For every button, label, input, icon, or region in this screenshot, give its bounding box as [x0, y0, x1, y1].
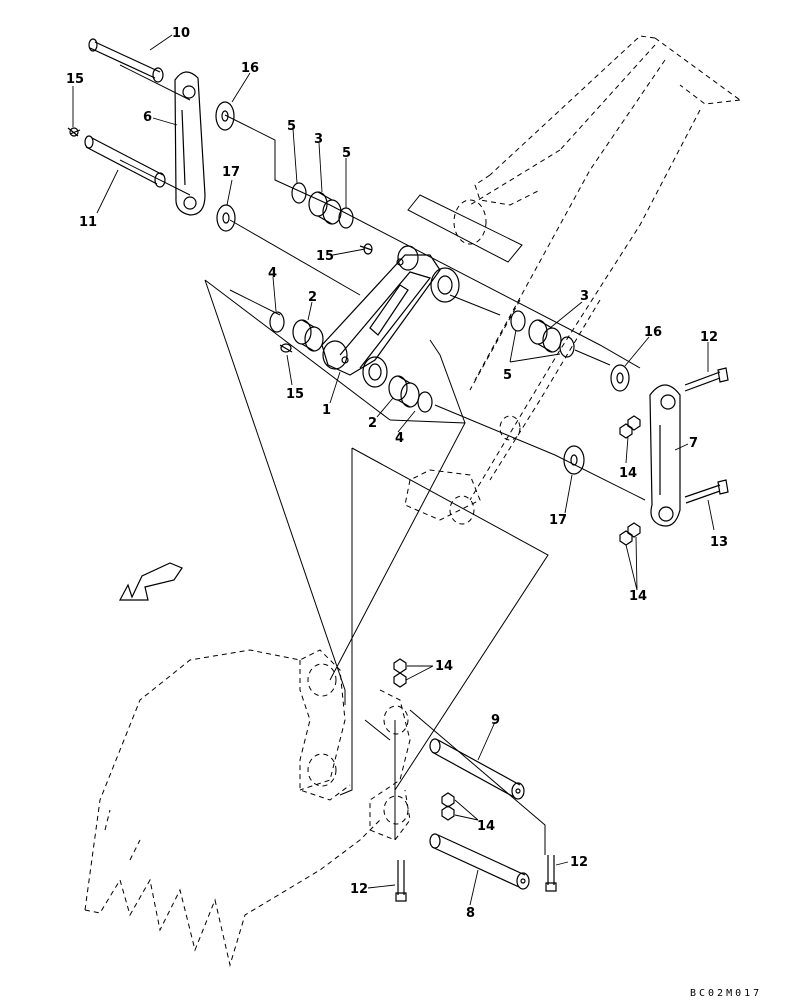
link-6 [174, 71, 206, 216]
seal-5-upper-b [338, 207, 354, 229]
label-11: 11 [79, 215, 97, 230]
label-17-a: 17 [222, 165, 240, 180]
label-3-a: 3 [314, 132, 323, 147]
label-3-b: 3 [580, 289, 589, 304]
label-4-a: 4 [268, 266, 277, 281]
seal-4-left [269, 311, 285, 333]
label-12-a: 12 [700, 330, 718, 345]
label-12-b: 12 [570, 855, 588, 870]
label-16-b: 16 [644, 325, 662, 340]
label-14-b: 14 [629, 589, 647, 604]
callout-labels: 10 15 16 6 5 3 5 17 11 15 4 2 15 1 2 4 3… [66, 26, 762, 999]
nuts-14-right-upper [619, 415, 641, 439]
direction-arrow [119, 562, 183, 601]
label-7: 7 [689, 436, 698, 451]
label-5-c: 5 [503, 368, 512, 383]
label-15-c: 15 [286, 387, 304, 402]
seal-4-right [417, 391, 433, 413]
bolt-12-lower-right [545, 855, 557, 892]
projection-lines [204, 279, 549, 796]
grease-fitting-15-left [67, 127, 81, 137]
pin-11 [84, 135, 166, 188]
label-1: 1 [322, 403, 331, 418]
arm-ghost-outline [404, 35, 741, 525]
seal-5-right-a [510, 310, 526, 332]
label-14-a: 14 [619, 466, 637, 481]
leader-lines [72, 34, 715, 906]
nuts-14-right-lower [619, 522, 641, 546]
bushing-2-right [388, 375, 420, 408]
pin-10 [88, 38, 164, 83]
pin-8 [429, 833, 530, 890]
link-7 [649, 384, 681, 527]
seal-5-right-b [559, 336, 575, 358]
label-16-a: 16 [241, 61, 259, 76]
label-5-b: 5 [342, 146, 351, 161]
label-9: 9 [491, 713, 500, 728]
bolt-12-right [684, 367, 729, 392]
label-10: 10 [172, 26, 190, 41]
label-17-b: 17 [549, 513, 567, 528]
label-15-a: 15 [66, 72, 84, 87]
bushing-3-right [528, 319, 562, 353]
drawing-code: BC02M017 [690, 988, 762, 999]
label-2-a: 2 [308, 290, 317, 305]
label-6: 6 [143, 110, 152, 125]
grease-fitting-15-lower [279, 343, 293, 353]
grease-fitting-15-mid [359, 243, 373, 255]
label-2-b: 2 [368, 416, 377, 431]
seal-5-upper-a [291, 182, 307, 204]
label-15-b: 15 [316, 249, 334, 264]
washer-17-right [563, 445, 585, 475]
bushing-2-left [292, 319, 324, 352]
bucket-ghost-outline [84, 649, 411, 967]
bolt-13 [684, 479, 729, 504]
guard-plate [407, 194, 523, 263]
nuts-14-upper-middle [393, 658, 407, 688]
label-12-c: 12 [350, 882, 368, 897]
label-13: 13 [710, 535, 728, 550]
label-4-b: 4 [395, 431, 404, 446]
label-8: 8 [466, 906, 475, 921]
washer-16-right [610, 364, 630, 392]
pin-axis-lines [119, 64, 646, 855]
nuts-14-lower-middle [441, 792, 455, 821]
label-14-d: 14 [477, 819, 495, 834]
label-5-a: 5 [287, 119, 296, 134]
link-1 [321, 245, 460, 388]
washer-16-left [215, 101, 235, 131]
washer-17-left [216, 204, 236, 232]
bolt-12-lower-left [395, 860, 407, 902]
pin-9 [429, 738, 525, 800]
label-14-c: 14 [435, 659, 453, 674]
